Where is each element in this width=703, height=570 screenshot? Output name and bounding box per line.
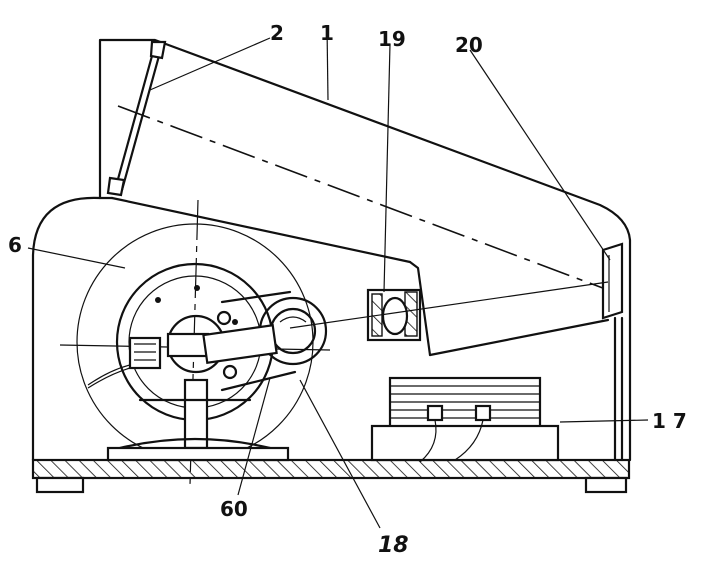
label-18: 18 (378, 533, 409, 558)
mirror (601, 242, 624, 462)
label-1: 1 (320, 21, 334, 45)
label-20: 20 (455, 33, 483, 57)
label-19: 19 (378, 27, 406, 51)
housing (31, 38, 632, 462)
base-plate (31, 458, 631, 494)
optical-axis-upper (117, 105, 609, 291)
optical-axis-lower (289, 281, 609, 329)
leader-lines (27, 25, 649, 529)
label-6: 6 (8, 233, 22, 257)
inner-tube (110, 196, 610, 357)
transformer (370, 376, 560, 463)
callout-labels: 2 1 19 20 6 1 7 60 18 (8, 21, 687, 558)
pedestal (106, 378, 290, 462)
label-2: 2 (270, 21, 284, 45)
wire (87, 364, 131, 389)
lamp-assembly (128, 310, 278, 380)
label-17: 1 7 (652, 409, 687, 433)
hinged-flap (106, 40, 167, 197)
label-60: 60 (220, 497, 248, 521)
